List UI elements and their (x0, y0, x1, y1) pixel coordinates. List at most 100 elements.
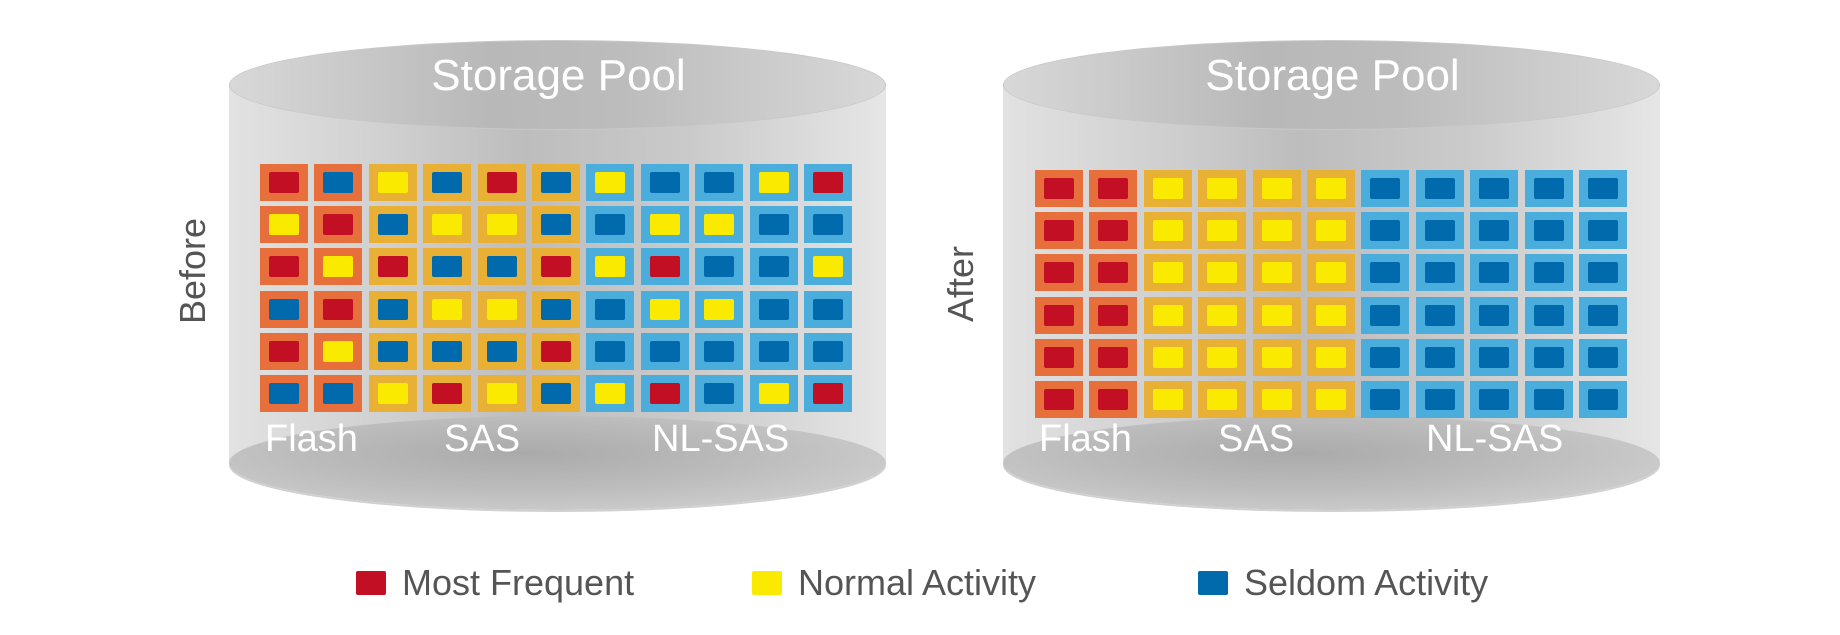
data-chunk-normal-activity (1316, 178, 1346, 199)
storage-block-sas (368, 332, 417, 370)
storage-block-nlsas (640, 375, 689, 412)
storage-block-sas (1307, 296, 1355, 334)
legend-label: Normal Activity (798, 562, 1037, 603)
data-chunk-normal-activity (432, 298, 463, 320)
storage-block-sas (477, 248, 526, 286)
tier-label-flash: Flash (1039, 418, 1132, 460)
data-chunk-seldom-activity (1533, 346, 1564, 368)
storage-block-flash (1035, 212, 1083, 250)
storage-block-nlsas (586, 290, 635, 328)
storage-block-sas (532, 206, 580, 244)
storage-block-nlsas (1470, 381, 1519, 418)
data-chunk-most-frequent (1098, 220, 1129, 242)
data-chunk-normal-activity (323, 340, 354, 362)
storage-block-nlsas (1579, 381, 1627, 418)
data-chunk-most-frequent (269, 256, 299, 278)
cylinder-top: Storage Pool (1003, 40, 1660, 130)
storage-block-nlsas (1470, 254, 1519, 292)
storage-block-sas (532, 290, 580, 328)
tier-label-flash: Flash (265, 418, 358, 460)
storage-block-sas (368, 206, 417, 244)
data-chunk-seldom-activity (1588, 304, 1618, 326)
storage-block-flash (260, 164, 308, 201)
data-chunk-normal-activity (1152, 220, 1183, 242)
storage-block-nlsas (640, 290, 689, 328)
storage-block-flash (314, 375, 363, 412)
storage-block-nlsas (640, 206, 689, 244)
data-chunk-seldom-activity (1588, 178, 1618, 199)
storage-block-nlsas (804, 375, 852, 412)
data-chunk-seldom-activity (595, 214, 626, 236)
data-chunk-most-frequent (1098, 346, 1129, 368)
storage-block-sas (1143, 338, 1192, 376)
data-chunk-normal-activity (1261, 346, 1292, 368)
data-chunk-seldom-activity (432, 340, 463, 362)
storage-block-flash (1089, 254, 1138, 292)
data-chunk-normal-activity (813, 256, 843, 278)
storage-block-nlsas (695, 164, 744, 201)
storage-block-sas (477, 164, 526, 201)
data-chunk-most-frequent (377, 256, 408, 278)
data-chunk-seldom-activity (486, 340, 517, 362)
data-chunk-normal-activity (486, 214, 517, 236)
storage-block-sas (532, 164, 580, 201)
data-chunk-most-frequent (323, 298, 354, 320)
data-chunk-seldom-activity (377, 214, 408, 236)
data-chunk-most-frequent (269, 172, 299, 193)
storage-block-sas (477, 290, 526, 328)
storage-block-nlsas (1361, 338, 1410, 376)
storage-block-sas (1252, 170, 1301, 207)
storage-block-sas (423, 375, 472, 412)
tier-label-nlsas: NL-SAS (652, 418, 790, 460)
storage-block-nlsas (1361, 254, 1410, 292)
storage-block-sas (1307, 254, 1355, 292)
storage-block-flash (1035, 381, 1083, 418)
storage-block-flash (1089, 338, 1138, 376)
storage-block-sas (1307, 338, 1355, 376)
data-chunk-seldom-activity (377, 298, 408, 320)
pool-title: Storage Pool (1205, 51, 1460, 100)
data-chunk-seldom-activity (1588, 389, 1618, 410)
storage-block-nlsas (695, 375, 744, 412)
storage-block-sas (1198, 170, 1247, 207)
data-chunk-normal-activity (1261, 262, 1292, 284)
storage-block-sas (532, 332, 580, 370)
storage-block-nlsas (1524, 254, 1573, 292)
data-chunk-normal-activity (377, 383, 408, 404)
data-chunk-normal-activity (649, 298, 680, 320)
storage-block-nlsas (1579, 212, 1627, 250)
storage-block-sas (477, 375, 526, 412)
data-chunk-most-frequent (486, 172, 517, 193)
storage-block-nlsas (1361, 296, 1410, 334)
storage-block-nlsas (1524, 170, 1573, 207)
storage-block-nlsas (1524, 212, 1573, 250)
storage-block-sas (1143, 296, 1192, 334)
data-chunk-normal-activity (1207, 389, 1238, 410)
data-chunk-most-frequent (1044, 346, 1074, 368)
storage-block-nlsas (804, 290, 852, 328)
storage-block-nlsas (695, 206, 744, 244)
data-chunk-seldom-activity (1479, 346, 1510, 368)
storage-block-nlsas (695, 290, 744, 328)
data-chunk-normal-activity (649, 214, 680, 236)
data-chunk-seldom-activity (1370, 220, 1401, 242)
storage-block-sas (423, 290, 472, 328)
storage-block-nlsas (749, 332, 798, 370)
storage-block-sas (1198, 381, 1247, 418)
cylinder-top: Storage Pool (229, 40, 886, 130)
data-chunk-normal-activity (1261, 220, 1292, 242)
data-chunk-normal-activity (1207, 346, 1238, 368)
data-chunk-seldom-activity (1533, 304, 1564, 326)
data-chunk-seldom-activity (1370, 262, 1401, 284)
data-chunk-normal-activity (323, 256, 354, 278)
storage-block-sas (1143, 254, 1192, 292)
tier-label-sas: SAS (444, 418, 521, 460)
data-chunk-normal-activity (758, 172, 789, 193)
storage-block-nlsas (1579, 338, 1627, 376)
storage-block-flash (260, 206, 308, 244)
data-chunk-seldom-activity (1533, 389, 1564, 410)
data-chunk-seldom-activity (758, 340, 789, 362)
data-chunk-normal-activity (595, 383, 626, 404)
data-chunk-normal-activity (1261, 178, 1292, 199)
data-chunk-most-frequent (1098, 304, 1129, 326)
